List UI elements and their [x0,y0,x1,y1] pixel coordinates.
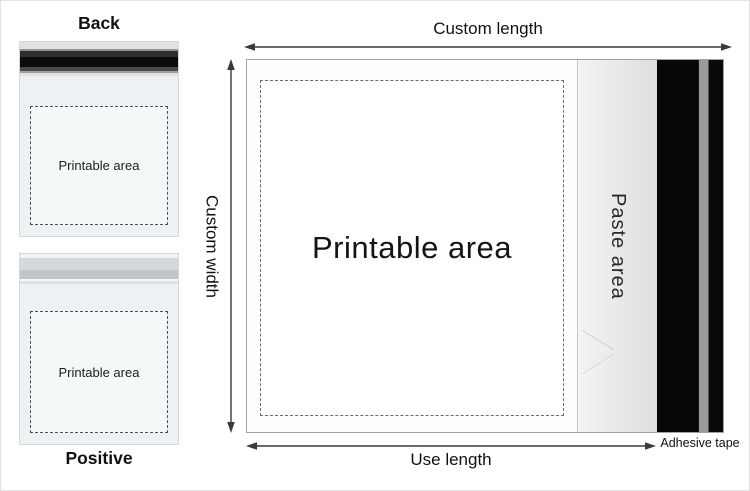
back-bag-body: Printable area [20,76,178,236]
positive-view-thumbnail: Printable area [19,253,179,445]
positive-printable-area-box: Printable area [30,311,168,433]
positive-flap-strip [20,254,178,284]
use-length-arrow-icon [246,442,656,450]
back-printable-area-box: Printable area [30,106,168,225]
adhesive-tape-label: Adhesive tape [660,436,740,450]
positive-bag-body: Printable area [20,284,178,444]
positive-printable-area-label: Printable area [58,364,140,380]
printable-area-box: Printable area [260,80,564,416]
custom-length-label: Custom length [433,19,543,38]
bag-front-panel: Printable area [247,60,577,432]
printable-area-label: Printable area [311,230,512,265]
back-flap-strip [20,42,178,76]
positive-view-title: Positive [65,448,133,468]
back-printable-area-label: Printable area [58,158,140,173]
use-length-label: Use length [410,450,492,469]
back-view-thumbnail: Printable area [19,41,179,237]
custom-width-label: Custom width [202,194,222,298]
back-view-title: Back [78,13,120,33]
fold-marks-icon [581,329,615,375]
paste-area-strip: Paste area [577,60,657,432]
custom-length-arrow-icon [244,43,732,51]
adhesive-tape-strip [657,60,723,432]
paste-area-label: Paste area [607,192,629,300]
custom-width-arrow-icon [227,59,235,433]
mailer-bag: Printable area Paste area [246,59,724,433]
